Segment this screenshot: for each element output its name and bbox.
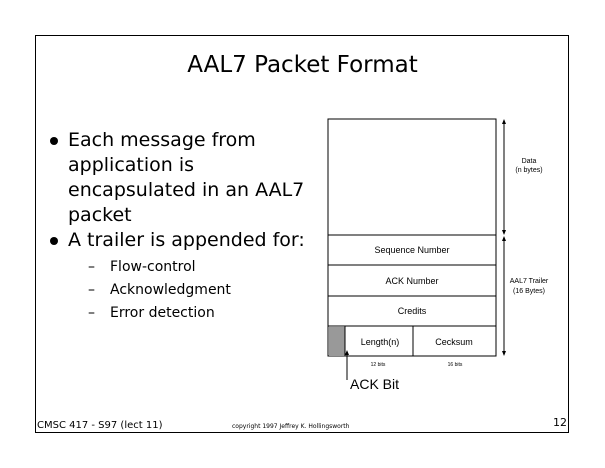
length-bits-label: 12 bits — [371, 362, 386, 368]
page-number: 12 — [553, 416, 567, 429]
bullet-item: A trailer is appended for: –Flow-control… — [46, 228, 336, 325]
trailer-label: AAL7 Trailer — [510, 278, 549, 285]
sub-item-label: Acknowledgment — [110, 282, 231, 298]
length-field: Length(n) — [361, 337, 400, 347]
sub-item: –Acknowledgment — [88, 279, 336, 302]
data-label: Data — [522, 158, 537, 165]
trailer-size-label: (16 Bytes) — [513, 288, 545, 295]
packet-outline — [327, 118, 497, 357]
arrowhead-icon — [502, 119, 506, 124]
ack-bit-cell — [329, 327, 345, 356]
arrowhead-icon — [502, 351, 506, 356]
ack-bit-label: ACK Bit — [350, 376, 399, 392]
dash-icon: – — [88, 282, 95, 298]
credits-field: Credits — [398, 306, 427, 316]
bullet-item: Each message from application is encapsu… — [46, 128, 336, 228]
slide-frame — [35, 35, 569, 433]
footer-copyright: copyright 1997 Jeffrey K. Hollingsworth — [232, 423, 350, 430]
checksum-bits-label: 16 bits — [448, 362, 463, 368]
slide-title: AAL7 Packet Format — [187, 52, 418, 78]
checksum-field: Cecksum — [435, 337, 473, 347]
sub-item-label: Error detection — [110, 305, 215, 321]
bullet-line: Each message from — [68, 129, 256, 151]
bullet-dot-icon — [50, 237, 58, 245]
footer-course: CMSC 417 - S97 (lect 11) — [37, 420, 163, 431]
bullet-line: packet — [68, 204, 132, 226]
dash-icon: – — [88, 259, 95, 275]
sub-list: –Flow-control –Acknowledgment –Error det… — [68, 256, 336, 325]
bullet-line: encapsulated in an AAL7 — [68, 179, 305, 201]
sequence-number-field: Sequence Number — [374, 245, 449, 255]
bullet-list: Each message from application is encapsu… — [46, 128, 336, 325]
sub-item-label: Flow-control — [110, 259, 196, 275]
bullet-line: A trailer is appended for: — [68, 229, 305, 251]
bullet-line: application is — [68, 154, 195, 176]
arrowhead-icon — [502, 230, 506, 235]
arrowhead-icon — [345, 350, 349, 355]
dash-icon: – — [88, 305, 95, 321]
ack-number-field: ACK Number — [385, 276, 438, 286]
arrowhead-icon — [502, 236, 506, 241]
sub-item: –Error detection — [88, 302, 336, 325]
data-size-label: (n bytes) — [515, 167, 542, 174]
sub-item: –Flow-control — [88, 256, 336, 279]
bullet-dot-icon — [50, 137, 58, 145]
